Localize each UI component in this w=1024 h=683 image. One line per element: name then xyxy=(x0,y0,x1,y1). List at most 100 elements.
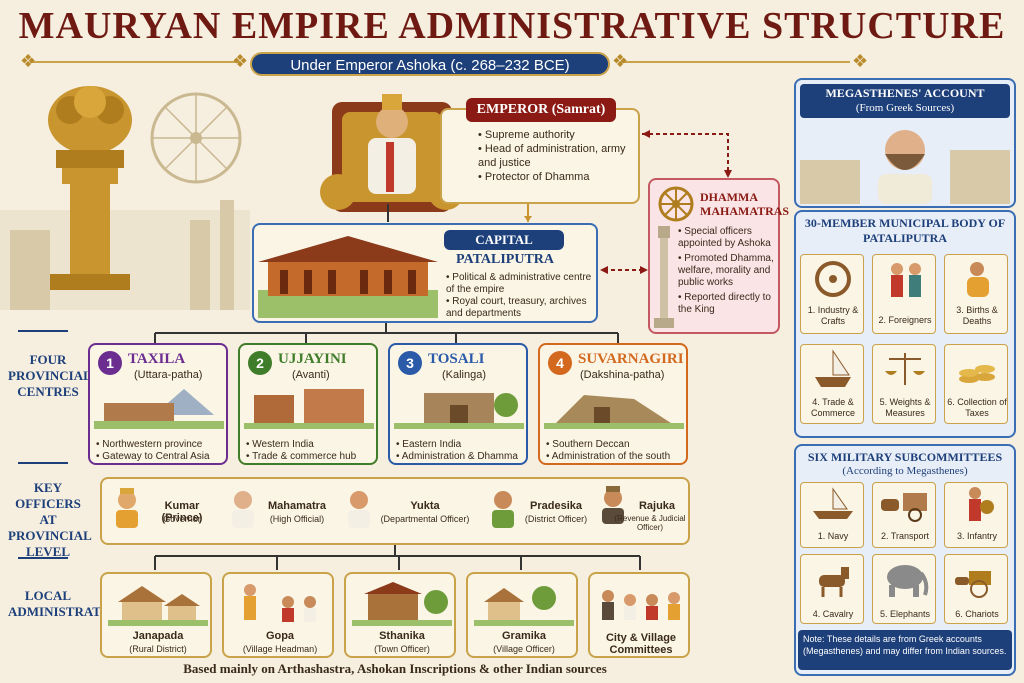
province-subtitle: (Uttara-patha) xyxy=(134,369,203,381)
megasthenes-heading: MEGASTHENES' ACCOUNT xyxy=(825,86,985,100)
row-divider xyxy=(18,462,68,464)
municipal-label: 4. Trade & Commerce xyxy=(810,397,855,418)
province-points: Western India Trade & commerce hub xyxy=(246,439,356,463)
capital-name: PATALIPUTRA xyxy=(456,252,554,267)
province-points: Southern Deccan Administration of the so… xyxy=(546,439,670,463)
officer-name: Mahamatra xyxy=(267,500,327,512)
title-divider-right xyxy=(620,61,850,63)
ox-cart-icon xyxy=(881,493,927,522)
officer-avatar xyxy=(348,491,370,528)
officer-role: (District Officer) xyxy=(524,514,588,524)
ornament-icon: ❖ xyxy=(852,51,869,71)
military-tile: 1. Navy xyxy=(800,482,864,548)
municipal-tile: 5. Weights & Measures xyxy=(872,344,936,424)
local-card-gramika: Gramika (Village Officer) xyxy=(466,572,578,658)
province-name: SUVARNAGIRI xyxy=(578,351,684,367)
capital-title: CAPITAL xyxy=(444,230,564,250)
officers-card xyxy=(100,477,690,545)
officer-role: Governor xyxy=(163,514,201,524)
local-name: Gopa xyxy=(265,630,295,642)
military-note: Note: These details are from Greek accou… xyxy=(798,630,1012,670)
megasthenes-source: (From Greek Sources) xyxy=(855,102,955,114)
municipal-label: 2. Foreigners xyxy=(878,315,932,325)
province-subtitle: (Kalinga) xyxy=(442,369,487,381)
military-label: 3. Infantry xyxy=(956,531,998,541)
row-label-officers: KEY OFFICERS AT PROVINCIAL LEVEL xyxy=(8,480,92,559)
mother-child-icon xyxy=(967,262,989,297)
local-illustration xyxy=(352,582,452,626)
local-role: (Rural District) xyxy=(129,644,187,654)
emperor-title: EMPEROR (Samrat) xyxy=(466,98,616,122)
military-title: SIX MILITARY SUBCOMMITTEES (According to… xyxy=(800,450,1010,478)
local-name: Janapada xyxy=(132,630,184,642)
municipal-tile: 1. Industry & Crafts xyxy=(800,254,864,334)
province-point: Trade & commerce hub xyxy=(246,451,356,463)
province-points: Northwestern province Gateway to Central… xyxy=(96,439,209,463)
sources-note: Based mainly on Arthashastra, Ashokan In… xyxy=(183,661,607,676)
dhamma-points: Special officers appointed by Ashoka Pro… xyxy=(678,226,778,316)
title-divider-left xyxy=(30,61,240,63)
ornament-icon: ❖ xyxy=(20,51,37,71)
municipal-tile: 6. Collection of Taxes xyxy=(944,344,1008,424)
province-card-tosali: 3 TOSALI (Kalinga) Eastern India Adminis… xyxy=(388,343,528,465)
row-label-local: LOCAL ADMINISTRATION xyxy=(8,588,126,619)
dhamma-point: Special officers appointed by Ashoka xyxy=(678,226,778,250)
province-number: 4 xyxy=(548,351,572,375)
military-tile: 5. Elephants xyxy=(872,554,936,624)
megasthenes-title: MEGASTHENES' ACCOUNT (From Greek Sources… xyxy=(800,84,1010,118)
local-role: (Village Headman) xyxy=(242,644,318,654)
province-illustration xyxy=(94,389,224,429)
officer-avatar xyxy=(492,491,514,528)
military-tile: 3. Infantry xyxy=(944,482,1008,548)
province-point: Administration of the south xyxy=(546,451,670,463)
municipal-label: 1. Industry & Crafts xyxy=(807,305,859,326)
province-number: 2 xyxy=(248,351,272,375)
officer-name: Rajuka xyxy=(638,500,676,512)
municipal-tile: 3. Births & Deaths xyxy=(944,254,1008,334)
officer-avatar xyxy=(602,486,624,524)
military-heading: SIX MILITARY SUBCOMMITTEES xyxy=(807,450,1003,464)
soldier-icon xyxy=(969,487,994,521)
province-point: Administration & Dhamma xyxy=(396,451,518,463)
province-name: TAXILA xyxy=(128,351,186,367)
scales-icon xyxy=(885,353,925,385)
emperor-point: Protector of Dhamma xyxy=(478,170,638,184)
emperor-points: Supreme authority Head of administration… xyxy=(478,128,638,184)
military-label: 4. Cavalry xyxy=(812,609,854,619)
province-name: TOSALI xyxy=(428,351,485,367)
officer-role: (Departmental Officer) xyxy=(380,514,470,524)
row-label-provincial: FOUR PROVINCIAL CENTRES xyxy=(8,352,92,399)
officer-role: (Revenue & Judicial Officer) xyxy=(614,514,686,532)
palace-illustration xyxy=(258,236,438,318)
officer-role: (High Official) xyxy=(269,514,325,524)
emperor-illustration xyxy=(320,94,464,212)
province-points: Eastern India Administration & Dhamma xyxy=(396,439,518,463)
people-icon xyxy=(891,263,921,297)
horse-icon xyxy=(819,567,849,597)
province-subtitle: (Avanti) xyxy=(292,369,330,381)
dhamma-point: Reported directly to the King xyxy=(678,292,778,316)
local-illustration xyxy=(474,586,574,626)
military-tile: 6. Chariots xyxy=(944,554,1008,624)
ship-icon xyxy=(815,349,851,387)
province-number: 3 xyxy=(398,351,422,375)
emperor-point: Supreme authority xyxy=(478,128,638,142)
officer-name: Kumar (Prince) xyxy=(161,500,203,524)
military-source: (According to Megasthenes) xyxy=(842,465,968,477)
lion-capital-illustration xyxy=(0,86,250,310)
province-point: Southern Deccan xyxy=(546,439,670,451)
province-name: UJJAYINI xyxy=(278,351,347,367)
province-point: Eastern India xyxy=(396,439,518,451)
row-divider xyxy=(18,330,68,332)
ornament-icon: ❖ xyxy=(612,51,629,71)
capital-point: Royal court, treasury, archives and depa… xyxy=(446,296,596,320)
local-card-janapada: Janapada (Rural District) xyxy=(100,572,212,658)
province-number: 1 xyxy=(98,351,122,375)
province-card-suvarnagiri: 4 SUVARNAGIRI (Dakshina-patha) Southern … xyxy=(538,343,688,465)
province-card-ujjayini: 2 UJJAYINI (Avanti) Western India Trade … xyxy=(238,343,378,465)
dhamma-title: DHAMMA MAHAMATRAS xyxy=(700,190,790,218)
local-illustration xyxy=(244,584,316,622)
officer-name: Pradesika xyxy=(530,500,582,512)
elephant-icon xyxy=(887,565,929,597)
military-label: 5. Elephants xyxy=(879,609,931,619)
